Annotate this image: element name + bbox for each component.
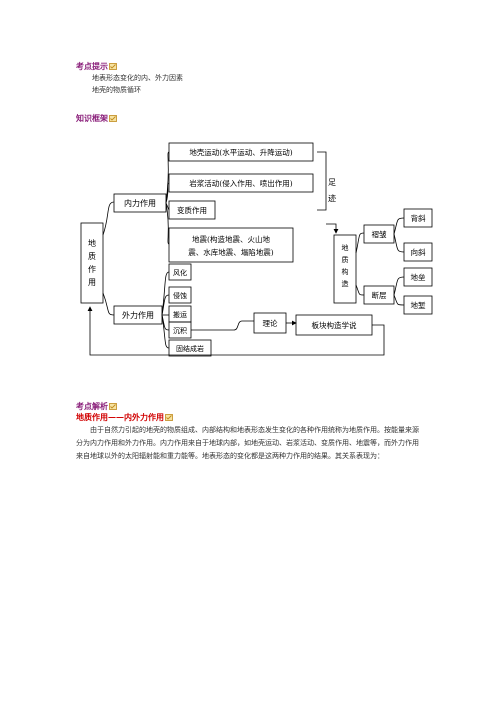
theory-text: 板块构造学说 bbox=[312, 320, 357, 330]
horst-box bbox=[403, 267, 433, 287]
heading-text: 考点提示 bbox=[76, 61, 108, 71]
root-char: 作 bbox=[88, 264, 96, 274]
result-char: 足 bbox=[328, 178, 336, 187]
connector bbox=[165, 182, 170, 204]
syncline-label: 向斜 bbox=[411, 247, 426, 257]
body-paragraph: 由于自然力引起的地壳的物质组成、内部结构和地表形态发生变化的各种作用统称为地质作… bbox=[76, 426, 419, 460]
section-heading-framework: 知识框架 bbox=[76, 113, 117, 124]
external-item-label: 搬运 bbox=[173, 310, 187, 319]
note-icon bbox=[109, 115, 117, 122]
structure-char: 造 bbox=[342, 279, 349, 288]
section-heading-geologic-action: 地质作用——内外力作用 bbox=[76, 412, 173, 423]
connector bbox=[355, 284, 365, 296]
structure-char: 地 bbox=[342, 243, 349, 252]
earthquake-line: 震、水库地震、塌陷地震) bbox=[188, 247, 273, 257]
heading-text: 考点解析 bbox=[76, 401, 108, 411]
arrow bbox=[326, 223, 339, 234]
internal-item-box bbox=[168, 200, 216, 220]
external-label: 外力作用 bbox=[122, 310, 154, 320]
heading-text: 地质作用——内外力作用 bbox=[76, 412, 164, 422]
external-item-box bbox=[168, 339, 212, 357]
internal-item-label: 变质作用 bbox=[177, 205, 207, 215]
fault-label: 断层 bbox=[372, 290, 387, 300]
connector bbox=[165, 202, 170, 245]
connector bbox=[102, 292, 115, 316]
connector bbox=[161, 271, 170, 316]
root-box bbox=[80, 222, 104, 304]
connector bbox=[102, 201, 115, 236]
graben-box bbox=[403, 295, 433, 315]
syncline-box bbox=[403, 242, 433, 262]
internal-item-label: 岩浆活动(侵入作用、喷出作用) bbox=[189, 178, 292, 188]
internal-item-box bbox=[168, 142, 314, 162]
heading-text: 知识框架 bbox=[76, 113, 108, 123]
section-heading-analysis: 考点解析 bbox=[76, 401, 117, 412]
structure-box bbox=[333, 234, 357, 304]
structure-char: 质 bbox=[342, 255, 349, 264]
earthquake-line: 地震(构造地震、火山地 bbox=[192, 234, 270, 244]
tip-item: 地表形态变化的内、外力因素 bbox=[92, 74, 183, 82]
note-icon bbox=[109, 63, 117, 70]
external-item-label: 固结成岩 bbox=[176, 344, 204, 353]
internal-item-box bbox=[168, 173, 314, 193]
connector bbox=[393, 276, 405, 296]
internal-item-label: 地壳运动(水平运动、升降运动) bbox=[189, 147, 292, 157]
bracket bbox=[317, 151, 327, 211]
knowledge-framework-diagram: 地 质 作 用 内力作用 地壳运动(水平运动、升降运动) 岩浆活动(侵入作用、喷… bbox=[80, 142, 433, 357]
root-char: 质 bbox=[88, 251, 96, 261]
connector bbox=[393, 217, 405, 235]
anticline-box bbox=[403, 208, 433, 228]
connector bbox=[393, 294, 405, 306]
anticline-label: 背斜 bbox=[411, 213, 426, 223]
external-item-label: 沉积 bbox=[173, 326, 187, 335]
connector bbox=[355, 232, 365, 254]
note-icon bbox=[109, 403, 117, 410]
external-item-label: 风化 bbox=[173, 268, 187, 277]
external-item-box bbox=[168, 286, 192, 304]
external-item-box bbox=[168, 263, 192, 281]
structure-char: 构 bbox=[342, 267, 349, 276]
note-icon bbox=[165, 414, 173, 421]
fold-label: 褶皱 bbox=[372, 229, 387, 239]
feedback-arrow bbox=[87, 306, 385, 356]
connector bbox=[191, 320, 254, 331]
connector bbox=[165, 151, 170, 204]
internal-item-box bbox=[168, 227, 294, 263]
connector bbox=[393, 233, 405, 253]
external-item-label: 侵蚀 bbox=[173, 291, 187, 300]
section-heading-tips: 考点提示 bbox=[76, 61, 117, 72]
connector bbox=[161, 314, 170, 349]
root-char: 地 bbox=[88, 238, 96, 248]
result-char: 迹 bbox=[328, 193, 336, 203]
connector bbox=[161, 294, 170, 316]
internal-label: 内力作用 bbox=[124, 198, 156, 208]
graben-label: 地堑 bbox=[411, 300, 426, 310]
root-char: 用 bbox=[88, 278, 96, 287]
tip-item: 地壳的物质循环 bbox=[92, 86, 141, 94]
theory-label: 理论 bbox=[263, 318, 278, 328]
horst-label: 地垒 bbox=[411, 272, 426, 282]
